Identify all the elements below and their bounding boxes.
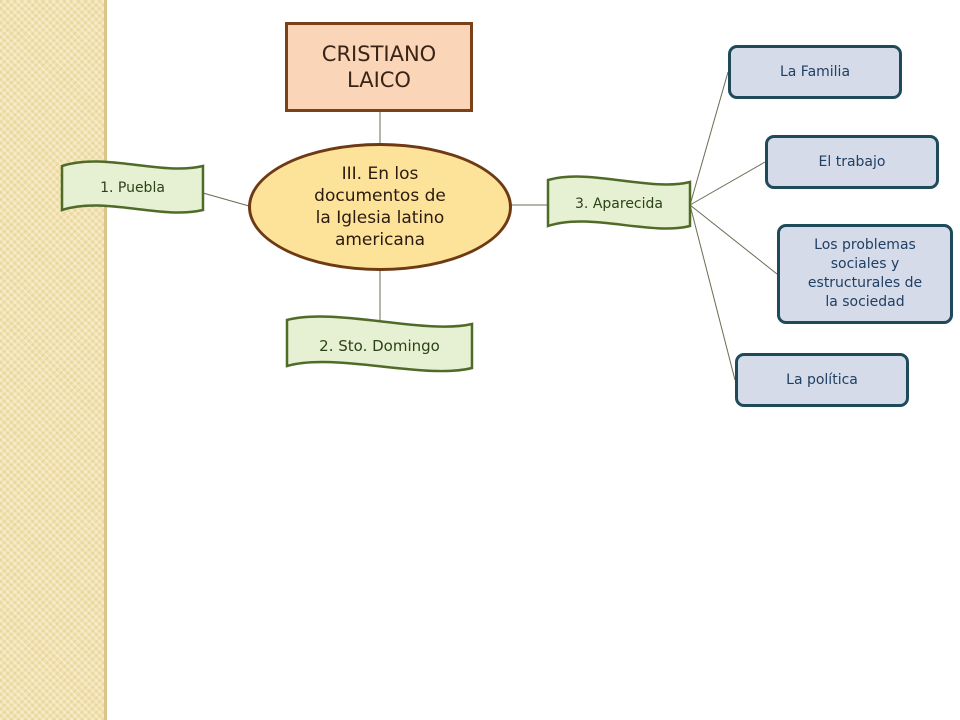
central-topic-line-4: americana: [334, 230, 426, 250]
topic-familia: La Familia: [728, 45, 902, 99]
banner-aparecida-shape: [546, 175, 692, 230]
topic-problemas-line-1: Los problemas: [814, 237, 916, 253]
connector-aparecida-politica: [689, 204, 736, 381]
topic-trabajo: El trabajo: [765, 135, 939, 189]
topic-politica: La política: [735, 353, 909, 407]
sto-domingo-label: 2. Sto. Domingo: [319, 337, 440, 355]
banner-sto-domingo-shape: [285, 315, 474, 373]
central-topic: III. En los documentos de la Iglesia lat…: [248, 143, 512, 271]
aparecida-label: 3. Aparecida: [575, 196, 663, 212]
central-topic-line-2: documentos de: [314, 186, 446, 206]
decorative-side-band: [0, 0, 107, 720]
connector-aparecida-trabajo: [689, 161, 766, 206]
title-line-2: LAICO: [347, 68, 411, 92]
title-box: CRISTIANO LAICO: [285, 22, 473, 112]
connector-center-puebla: [202, 192, 250, 207]
topic-problemas-line-2: sociales y: [830, 256, 900, 272]
topic-trabajo-label: El trabajo: [818, 153, 886, 170]
topic-problemas-line-4: la sociedad: [825, 294, 905, 310]
banner-puebla-shape: [60, 160, 205, 214]
central-topic-line-3: la Iglesia latino: [315, 208, 445, 228]
title-line-1: CRISTIANO: [321, 42, 437, 66]
topic-problemas-line-3: estructurales de: [807, 275, 923, 291]
puebla-label: 1. Puebla: [100, 180, 165, 196]
topic-problemas-sociales: Los problemas sociales y estructurales d…: [777, 224, 953, 324]
connector-aparecida-problemas: [689, 204, 778, 275]
central-topic-line-1: III. En los: [341, 164, 419, 184]
connector-aparecida-familia: [689, 71, 729, 206]
topic-politica-label: La política: [786, 371, 858, 388]
topic-familia-label: La Familia: [779, 63, 851, 80]
